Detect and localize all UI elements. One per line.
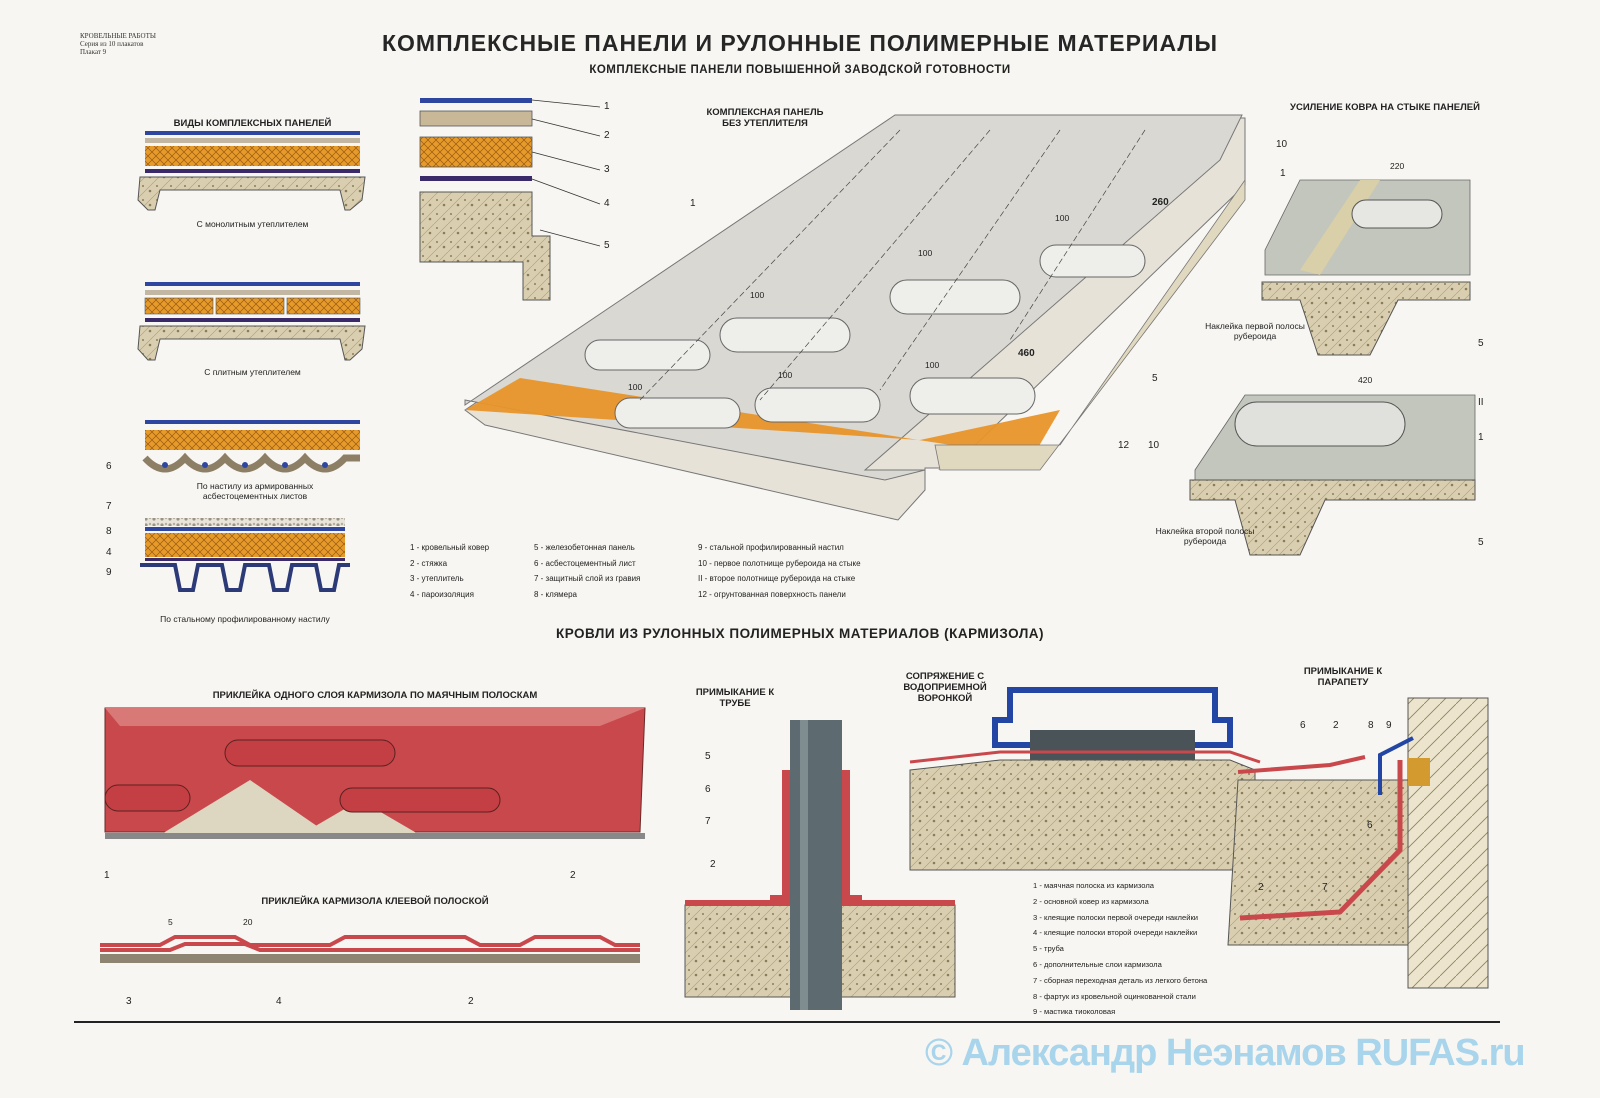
panel-types-heading: ВИДЫ КОМПЛЕКСНЫХ ПАНЕЛЕЙ bbox=[173, 118, 332, 129]
section2-title: КРОВЛИ ИЗ РУЛОННЫХ ПОЛИМЕРНЫХ МАТЕРИАЛОВ… bbox=[555, 626, 1045, 641]
caption-monolith: С монолитным утеплителем bbox=[196, 219, 309, 229]
big-panel-label-12: 12 bbox=[1118, 440, 1130, 451]
parapet-detail bbox=[1227, 697, 1489, 989]
pipe-heading: ПРИМЫКАНИЕ К ТРУБЕ bbox=[695, 687, 775, 709]
strips-heading: ПРИКЛЕЙКА ОДНОГО СЛОЯ КАРМИЗОЛА ПО МАЯЧН… bbox=[212, 690, 538, 701]
glue-strip bbox=[100, 935, 640, 963]
big-panel bbox=[464, 114, 1246, 521]
legend1-col3: 9 - стальной профилированный настил 10 -… bbox=[698, 543, 861, 599]
joint-heading: УСИЛЕНИЕ КОВРА НА СТЫКЕ ПАНЕЛЕЙ bbox=[1290, 102, 1480, 113]
caption-second-strip: Наклейка второй полосы рубероида bbox=[1155, 526, 1255, 546]
label-4: 4 bbox=[106, 547, 112, 558]
pipe-detail bbox=[684, 720, 956, 1010]
stack-label-1: 1 bbox=[604, 101, 610, 112]
stack-label-2: 2 bbox=[604, 130, 610, 141]
label-7: 7 bbox=[106, 501, 112, 512]
watermark: © Александр Неэнамов RUFAS.ru bbox=[925, 1032, 1526, 1074]
page-title: КОМПЛЕКСНЫЕ ПАНЕЛИ И РУЛОННЫЕ ПОЛИМЕРНЫЕ… bbox=[382, 30, 1218, 56]
series-info: КРОВЕЛЬНЫЕ РАБОТЫ Серия из 10 плакатов П… bbox=[80, 32, 156, 56]
big-panel-label-1: 1 bbox=[690, 198, 696, 209]
steel-deck bbox=[140, 563, 350, 592]
screed-layer bbox=[145, 138, 360, 143]
label-6: 6 bbox=[106, 461, 112, 472]
glue-heading: ПРИКЛЕЙКА КАРМИЗОЛА КЛЕЕВОЙ ПОЛОСКОЙ bbox=[261, 896, 489, 907]
legend1-col1: 1 - кровельный ковер 2 - стяжка 3 - утеп… bbox=[410, 543, 490, 599]
panel-types bbox=[137, 131, 366, 592]
joint-bottom bbox=[1189, 394, 1476, 556]
funnel-heading: СОПРЯЖЕНИЕ С ВОДОПРИЕМНОЙ ВОРОНКОЙ bbox=[903, 671, 987, 704]
page-subtitle: КОМПЛЕКСНЫЕ ПАНЕЛИ ПОВЫШЕННОЙ ЗАВОДСКОЙ … bbox=[589, 64, 1011, 76]
joint-top bbox=[1261, 179, 1471, 356]
stack-label-5: 5 bbox=[604, 240, 610, 251]
insulation-layer bbox=[145, 146, 360, 166]
parapet-heading: ПРИМЫКАНИЕ К ПАРАПЕТУ bbox=[1303, 666, 1383, 688]
vapor-layer bbox=[145, 169, 360, 173]
funnel-detail bbox=[909, 687, 1261, 871]
karmizol-strips bbox=[104, 707, 646, 839]
label-9: 9 bbox=[106, 567, 112, 578]
section-stack bbox=[419, 98, 601, 301]
caption-first-strip: Наклейка первой полосы рубероида bbox=[1205, 321, 1305, 341]
label-8: 8 bbox=[106, 526, 112, 537]
caption-steel: По стальному профилированному настилу bbox=[160, 614, 330, 624]
caption-asbestos: По настилу из армированных асбестоцемент… bbox=[196, 481, 314, 501]
big-panel-label-5: 5 bbox=[1152, 373, 1158, 384]
carpet-layer bbox=[145, 131, 360, 135]
stack-label-4: 4 bbox=[604, 198, 610, 209]
asbestos-sheet bbox=[142, 452, 360, 473]
legend2: 1 - маячная полоска из кармизола 2 - осн… bbox=[1033, 881, 1208, 1017]
stack-label-3: 3 bbox=[604, 164, 610, 175]
legend1-col2: 5 - железобетонная панель 6 - асбестоцем… bbox=[534, 543, 641, 599]
primed-surface bbox=[465, 378, 1060, 470]
big-panel-heading: КОМПЛЕКСНАЯ ПАНЕЛЬ БЕЗ УТЕПЛИТЕЛЯ bbox=[706, 107, 824, 129]
ribbed-slab bbox=[137, 176, 366, 211]
caption-plate: С плитным утеплителем bbox=[204, 367, 301, 377]
